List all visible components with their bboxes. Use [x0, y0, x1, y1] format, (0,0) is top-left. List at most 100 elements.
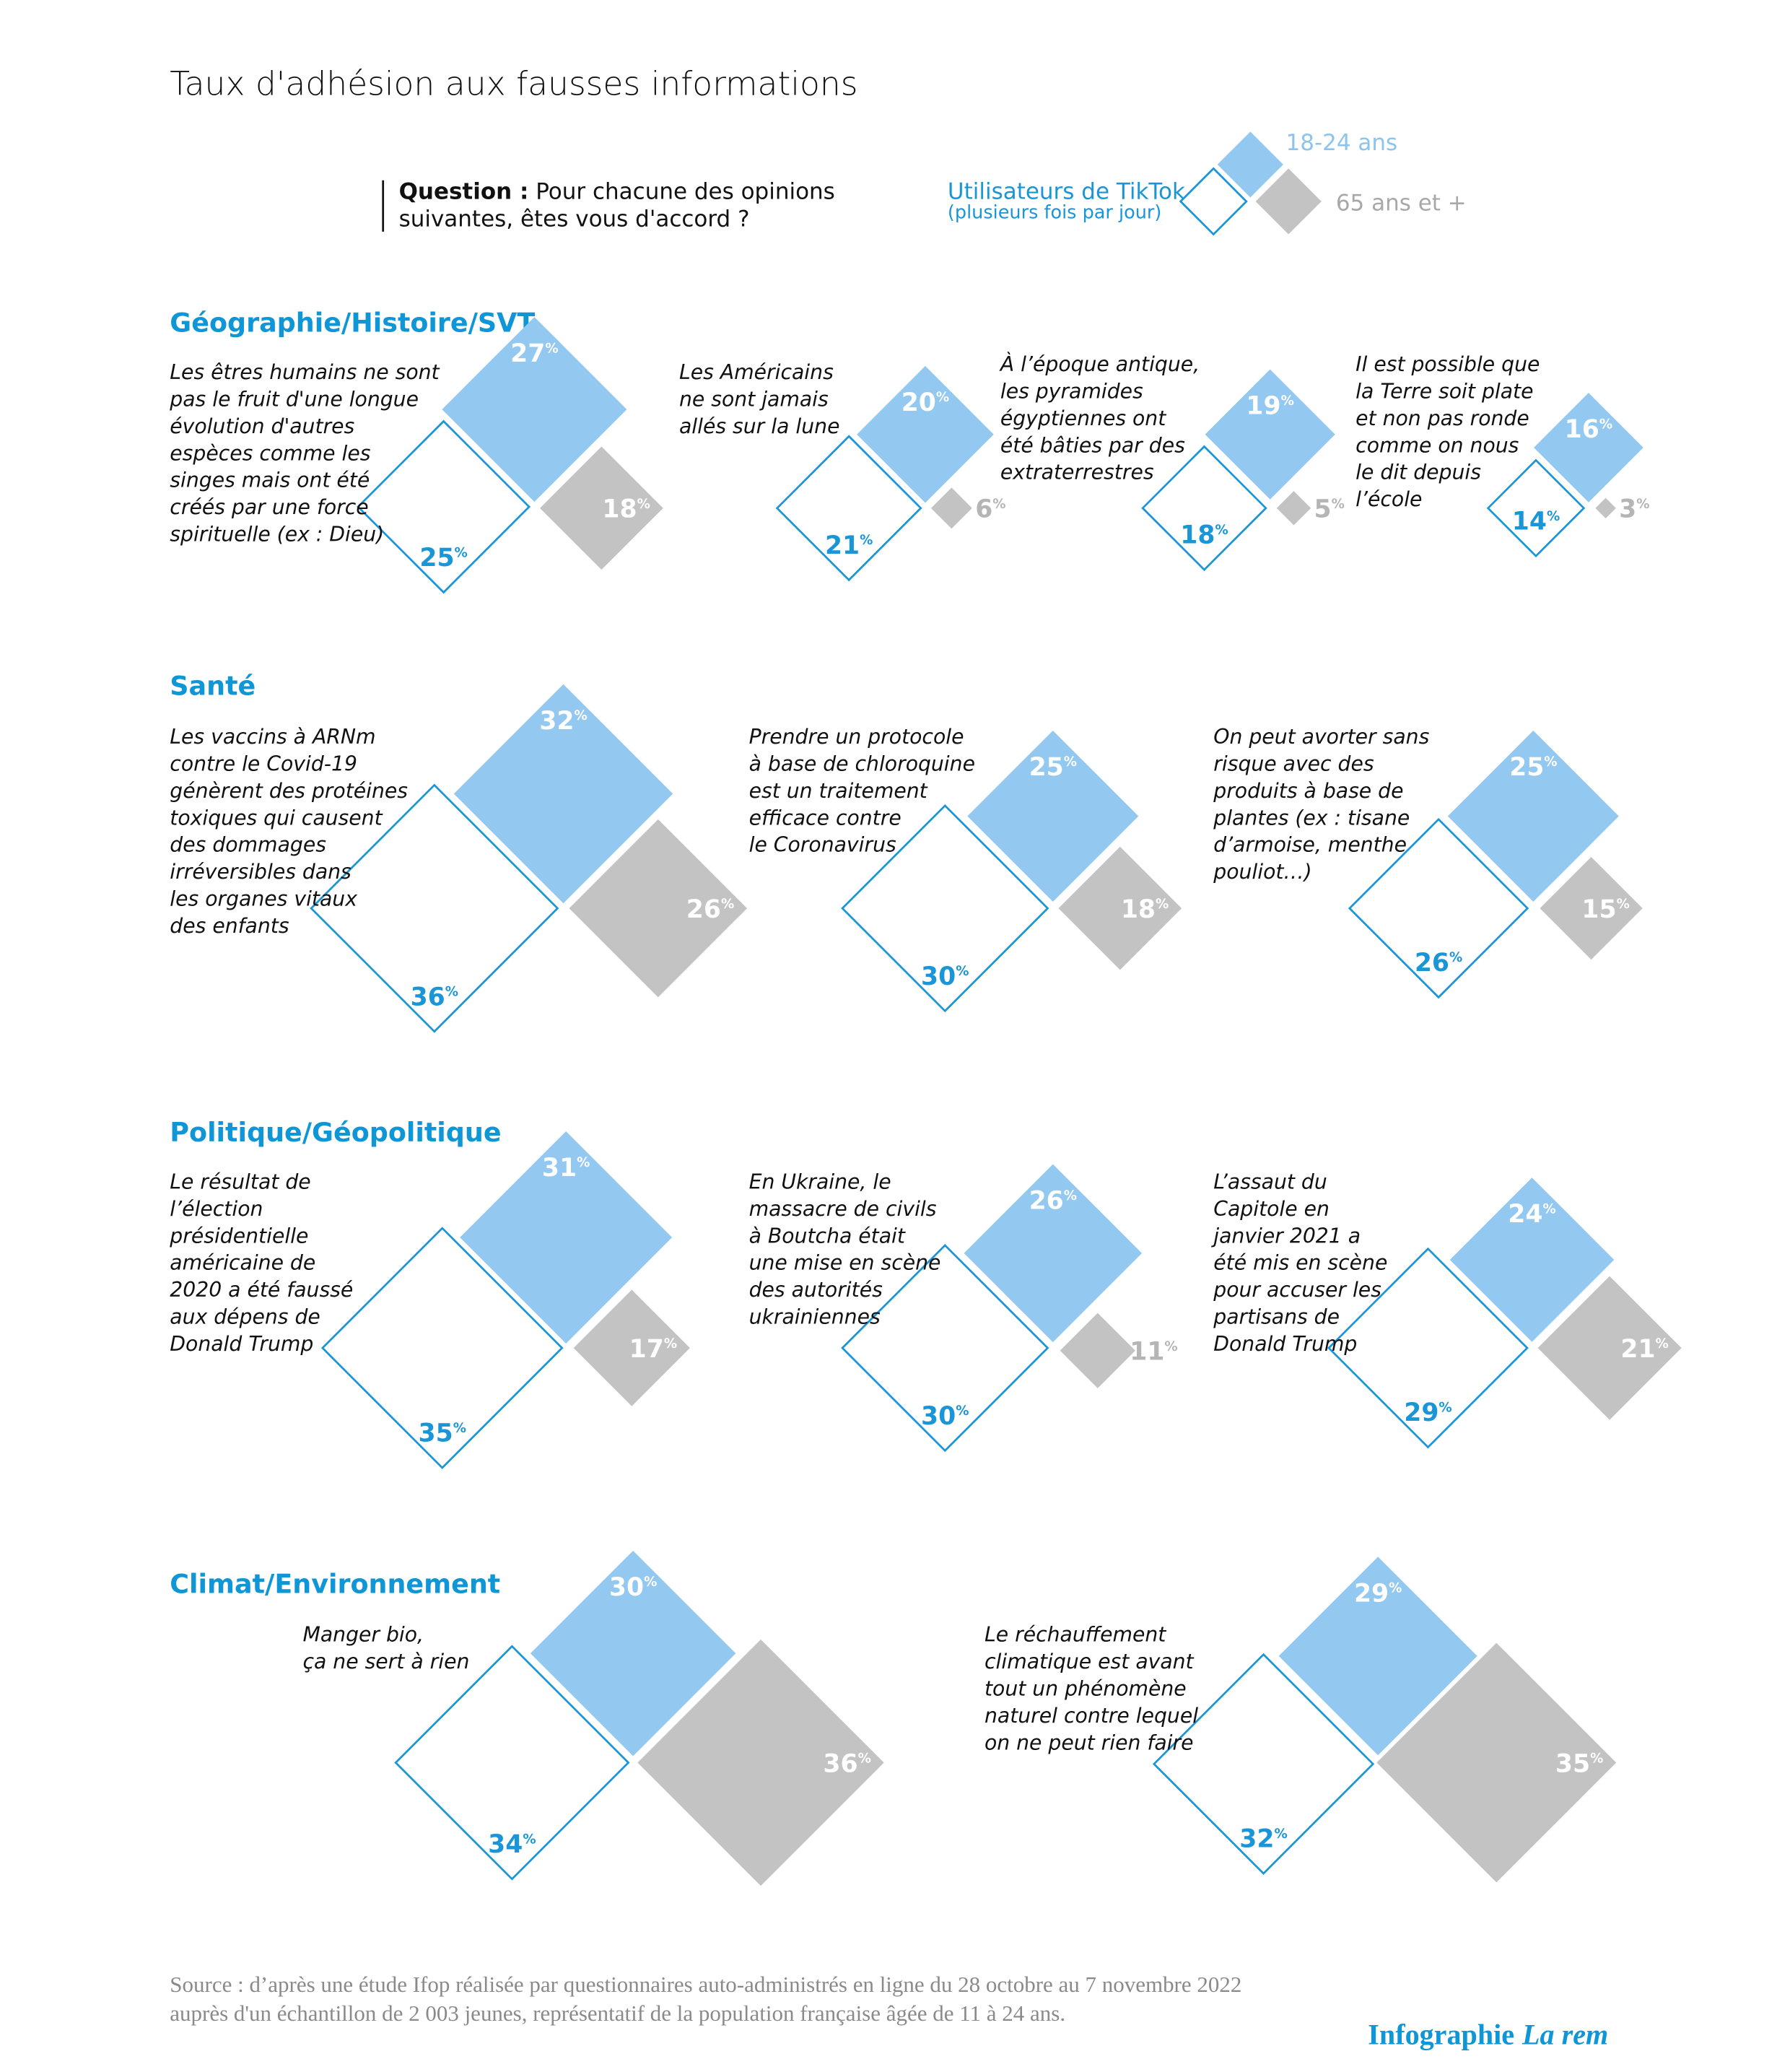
- young-diamond: [967, 730, 1139, 902]
- statement-line: est un traitement: [749, 779, 928, 803]
- section-title: Santé: [170, 671, 256, 702]
- senior-value-label-value: 5: [1314, 495, 1332, 524]
- statement-line: à Boutcha était: [749, 1224, 906, 1248]
- statement-line: Le réchauffement: [984, 1623, 1166, 1647]
- young-value-label-value: 26: [1029, 1187, 1064, 1216]
- senior-value-label-percent-sign: %: [1164, 1339, 1177, 1354]
- senior-value-label: 21%: [1620, 1335, 1668, 1364]
- statement-line: Manger bio,: [302, 1623, 424, 1647]
- statement-line: irréversibles dans: [170, 860, 352, 884]
- young-value-label-percent-sign: %: [1542, 1201, 1555, 1216]
- statement-line: la Terre soit plate: [1355, 380, 1533, 404]
- question-block: Question : Pour chacune des opinions sui…: [382, 178, 835, 232]
- tiktok-value-label: 25%: [419, 544, 467, 573]
- senior-diamond: [573, 1289, 690, 1406]
- senior-diamond: [1058, 846, 1182, 970]
- young-value-label-value: 19: [1246, 392, 1280, 421]
- senior-value-label-percent-sign: %: [1332, 497, 1345, 512]
- statement-line: Prendre un protocole: [749, 725, 964, 749]
- senior-value-label: 17%: [629, 1335, 677, 1364]
- young-diamond: [1447, 730, 1619, 902]
- tiktok-value-label: 18%: [1180, 521, 1228, 550]
- young-value-label-percent-sign: %: [1281, 393, 1294, 409]
- question-text-1: Pour chacune des opinions: [528, 178, 834, 204]
- statement-line: On peut avorter sans: [1213, 725, 1429, 749]
- tiktok-value-label-value: 26: [1415, 949, 1449, 978]
- young-value-label: 25%: [1509, 753, 1557, 782]
- young-value-label-percent-sign: %: [1389, 1581, 1402, 1596]
- senior-value-label-value: 15: [1581, 895, 1616, 924]
- young-diamond: [1449, 1178, 1615, 1342]
- young-diamond: [530, 1550, 736, 1757]
- young-value-label-percent-sign: %: [577, 1155, 590, 1170]
- tiktok-value-label-value: 18: [1180, 521, 1215, 550]
- senior-value-label-percent-sign: %: [721, 897, 734, 912]
- senior-value-label: 5%: [1314, 495, 1345, 524]
- statement-line: pas le fruit d'une longue: [169, 388, 419, 412]
- young-value-label-value: 29: [1354, 1579, 1389, 1608]
- senior-value-label: 15%: [1581, 895, 1629, 924]
- statement-item: 30%34%36%Manger bio,ça ne sert à rien: [302, 1550, 884, 1886]
- statement-line: À l’époque antique,: [999, 352, 1200, 376]
- statement-line: L’assaut du: [1213, 1170, 1327, 1194]
- statement-line: des autorités: [749, 1278, 883, 1302]
- young-diamond: [1534, 393, 1643, 502]
- statement-line: toxiques qui causent: [170, 806, 383, 830]
- statement-line: été bâties par des: [1000, 433, 1185, 457]
- statement-line: Donald Trump: [1213, 1332, 1357, 1356]
- senior-value-label-percent-sign: %: [992, 497, 1005, 512]
- statement-line: Il est possible que: [1355, 352, 1540, 376]
- senior-value-label-value: 18: [602, 495, 637, 524]
- young-diamond: [1205, 369, 1335, 500]
- senior-diamond: [1540, 857, 1643, 960]
- section-title: Géographie/Histoire/SVT: [170, 307, 535, 338]
- young-diamond: [1278, 1557, 1477, 1756]
- statement-line: présidentielle: [169, 1224, 308, 1248]
- senior-value-label-percent-sign: %: [1636, 497, 1649, 512]
- tiktok-value-label-value: 35: [419, 1419, 453, 1448]
- statement-line: 2020 a été faussé: [170, 1278, 353, 1302]
- young-value-label-value: 27: [510, 339, 545, 368]
- tiktok-value-label: 32%: [1239, 1825, 1287, 1854]
- statement-line: ne sont jamais: [679, 388, 829, 412]
- legend: Utilisateurs de TikTok (plusieurs fois p…: [948, 130, 1467, 236]
- tiktok-value-label: 29%: [1404, 1398, 1451, 1427]
- senior-diamond: [930, 487, 972, 529]
- young-value-label-value: 32: [539, 707, 574, 736]
- tiktok-value-label: 36%: [411, 983, 458, 1011]
- senior-value-label-value: 3: [1619, 495, 1636, 524]
- credit-main: Infographie: [1368, 2019, 1514, 2051]
- source-line-1: Source : d’après une étude Ifop réalisée…: [170, 1972, 1241, 1997]
- statement-line: contre le Covid-19: [170, 752, 357, 776]
- senior-diamond: [1537, 1276, 1682, 1420]
- senior-value-label-percent-sign: %: [1656, 1336, 1669, 1351]
- statement-line: Donald Trump: [170, 1332, 313, 1356]
- question-line-1: Question : Pour chacune des opinions: [399, 178, 835, 204]
- senior-value-label: 35%: [1555, 1749, 1603, 1778]
- senior-value-label-value: 26: [686, 895, 721, 924]
- young-value-label: 25%: [1029, 753, 1077, 782]
- young-diamond: [964, 1164, 1143, 1343]
- senior-diamond: [637, 1639, 884, 1886]
- senior-diamond: [569, 819, 748, 998]
- tiktok-diamond: [320, 1227, 564, 1470]
- tiktok-value-label: 35%: [419, 1419, 466, 1448]
- senior-value-label-value: 36: [823, 1749, 857, 1778]
- statement-line: risque avec des: [1213, 752, 1374, 776]
- tiktok-value-label-value: 29: [1404, 1398, 1438, 1427]
- senior-value-label-value: 21: [1620, 1335, 1655, 1364]
- young-value-label-value: 16: [1565, 415, 1599, 444]
- tiktok-diamond: [1327, 1247, 1529, 1449]
